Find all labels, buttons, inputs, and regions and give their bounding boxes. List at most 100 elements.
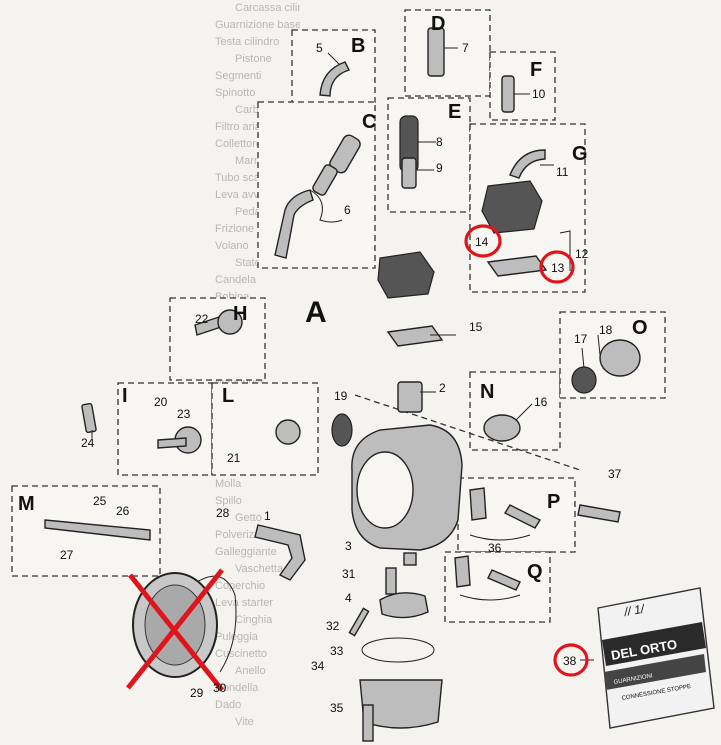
group-letter-O: O: [632, 317, 648, 339]
background-text-line: Carcassa cilindro: [235, 2, 300, 14]
background-text-line: Volano: [215, 240, 249, 252]
part-number-9: 9: [436, 161, 443, 175]
group-letter-F: F: [530, 59, 542, 81]
part-number-1: 1: [264, 509, 271, 523]
group-letter-P: P: [547, 491, 560, 513]
part-number-37: 37: [608, 467, 622, 481]
part-19-seal: [331, 413, 353, 447]
part-23-screw: [157, 437, 187, 449]
part-number-32: 32: [326, 619, 340, 633]
background-text-line: Rondella: [215, 682, 259, 694]
highlight-circles: [464, 224, 589, 677]
part-c-screw: [312, 164, 338, 196]
group-letter-C: C: [362, 111, 376, 133]
background-text-line: Vite: [235, 716, 254, 728]
part-number-30: 30: [213, 681, 227, 695]
bag-handwriting: // 1/: [622, 601, 647, 619]
part-18-sleeve: [599, 339, 641, 377]
part-number-8: 8: [436, 135, 443, 149]
background-text-line: Frizione: [215, 223, 255, 235]
part-32-pin: [348, 607, 370, 637]
part-31-screw: [385, 567, 397, 595]
highlight-13: [539, 250, 575, 284]
box-D: [404, 9, 491, 97]
background-text-line: Getto: [235, 512, 262, 524]
box-H: [169, 297, 266, 381]
group-letter-N: N: [480, 381, 494, 403]
background-text-line: Puleggia: [215, 631, 258, 643]
background-text-line: Leva starter: [215, 597, 274, 609]
part-6-tube: [274, 189, 314, 259]
group-letter-D: D: [431, 13, 445, 35]
part-number-22: 22: [195, 312, 209, 326]
part-g-pump: [481, 180, 543, 234]
part-number-10: 10: [532, 87, 546, 101]
background-text-line: Candela: [215, 274, 256, 286]
part-number-15: 15: [469, 320, 483, 334]
part-q-screw: [454, 555, 471, 588]
part-number-2: 2: [439, 381, 446, 395]
background-text-line: Cinghia: [235, 614, 273, 626]
part-4-lever: [379, 592, 429, 619]
part-5-elbow: [319, 61, 350, 97]
part-number-38: 38: [563, 654, 577, 668]
part-number-23: 23: [177, 407, 191, 421]
background-text-line: Dado: [215, 699, 242, 711]
part-9-pin: [401, 157, 417, 189]
part-number-21: 21: [227, 451, 241, 465]
part-number-12: 12: [575, 247, 589, 261]
background-text-line: Spinotto: [215, 87, 256, 99]
background-text-line: Molla: [215, 478, 242, 490]
part-number-29: 29: [190, 686, 204, 700]
group-letter-Q: Q: [527, 561, 543, 583]
group-letter-E: E: [448, 101, 461, 123]
parts: [44, 27, 641, 742]
background-text-line: Spillo: [215, 495, 242, 507]
part-7-bolt: [427, 27, 445, 77]
box-F: [489, 51, 556, 121]
box-L: [211, 382, 319, 476]
part-number-27: 27: [60, 548, 74, 562]
group-letter-I: I: [122, 385, 128, 407]
part-16-bush: [483, 414, 521, 442]
part-number-24: 24: [81, 436, 95, 450]
part-p-bolt: [503, 504, 542, 529]
background-text-line: Filtro aria: [215, 121, 261, 133]
part-number-3: 3: [345, 539, 352, 553]
part-33-gasket: [361, 637, 435, 663]
background-text-line: Galleggiante: [215, 546, 277, 558]
part-number-33: 33: [330, 644, 344, 658]
part-number-5: 5: [316, 41, 323, 55]
group-letter-H: H: [233, 303, 247, 325]
part-g-gasket: [486, 255, 548, 277]
box-Q: [444, 551, 551, 623]
part-2-block: [397, 381, 423, 413]
part-number-17: 17: [574, 332, 588, 346]
part-17-ring: [571, 366, 597, 394]
part-q-bolt: [487, 569, 521, 591]
background-text-line: Segmenti: [215, 70, 262, 82]
part-number-19: 19: [334, 389, 348, 403]
part-38-kit-bag: [597, 587, 715, 729]
part-1-bracket: [254, 524, 306, 581]
background-text-line: Collettore: [215, 138, 263, 150]
part-number-26: 26: [116, 504, 130, 518]
part-p-screw: [469, 487, 487, 521]
part-26-lever: [44, 519, 151, 541]
part-number-14: 14: [475, 235, 489, 249]
group-letter-G: G: [572, 143, 588, 165]
background-text-line: Pistone: [235, 53, 272, 65]
part-24-bolt: [81, 402, 97, 434]
part-number-20: 20: [154, 395, 168, 409]
part-number-18: 18: [599, 323, 613, 337]
highlight-38: [553, 643, 589, 677]
part-number-36: 36: [488, 541, 502, 555]
part-number-35: 35: [330, 701, 344, 715]
group-letter-M: M: [18, 493, 35, 515]
part-number-4: 4: [345, 591, 352, 605]
part-11-tube: [509, 149, 546, 179]
part-13-gasket: [386, 325, 444, 347]
